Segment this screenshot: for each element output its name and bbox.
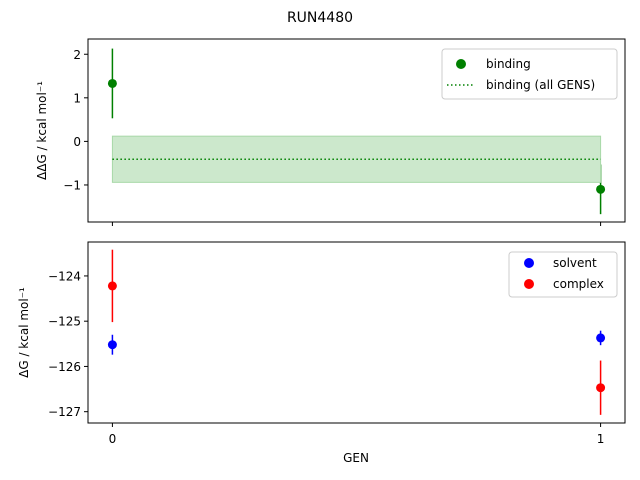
figure-title: RUN4480 xyxy=(287,10,353,26)
legend-marker-complex xyxy=(524,279,534,289)
bottom-legend-box xyxy=(508,251,618,298)
point-solvent xyxy=(596,333,606,343)
bottom-axes-frame xyxy=(87,241,626,424)
legend-marker-binding xyxy=(456,59,466,69)
legend-label-binding: binding xyxy=(486,57,531,71)
top-panel: 2 1 0 −1 ΔΔG / kcal mol⁻¹ binding binding (… xyxy=(35,38,626,226)
top-y-tick-label: 0 xyxy=(73,135,81,149)
bottom-x-tick-label: 0 xyxy=(109,432,117,446)
point-complex xyxy=(596,383,606,393)
point-complex xyxy=(107,281,117,291)
legend-label-binding-all-gens: binding (all GENS) xyxy=(486,78,595,92)
x-axis-label: GEN xyxy=(343,451,369,465)
legend-marker-solvent xyxy=(524,258,534,268)
top-legend: binding binding (all GENS) xyxy=(441,48,618,100)
point-binding xyxy=(596,184,606,194)
bottom-legend: solvent complex xyxy=(508,251,618,298)
bottom-y-tick-label: −126 xyxy=(48,360,81,374)
top-y-tick-label: −1 xyxy=(63,178,81,192)
legend-label-complex: complex xyxy=(553,277,604,291)
point-solvent xyxy=(107,340,117,350)
bottom-y-axis-label: ΔG / kcal mol⁻¹ xyxy=(17,287,31,378)
top-axes-frame xyxy=(87,38,626,223)
bottom-y-tick-label: −125 xyxy=(48,315,81,329)
top-y-tick-label: 2 xyxy=(73,48,81,62)
point-binding xyxy=(107,78,117,88)
bottom-y-tick-label: −124 xyxy=(48,269,81,283)
legend-label-solvent: solvent xyxy=(553,256,597,270)
top-y-axis-label: ΔΔG / kcal mol⁻¹ xyxy=(35,81,49,180)
bottom-y-tick-label: −127 xyxy=(48,405,81,419)
top-legend-box xyxy=(441,48,618,100)
top-y-tick-label: 1 xyxy=(73,91,81,105)
bottom-plot-area xyxy=(107,249,606,415)
bottom-x-tick-label: 1 xyxy=(597,432,605,446)
top-plot-area xyxy=(107,48,606,215)
top-x-ticks xyxy=(111,222,602,226)
top-y-ticks: 2 1 0 −1 xyxy=(63,48,88,192)
bottom-y-ticks: −124 −125 −126 −127 xyxy=(48,269,88,419)
